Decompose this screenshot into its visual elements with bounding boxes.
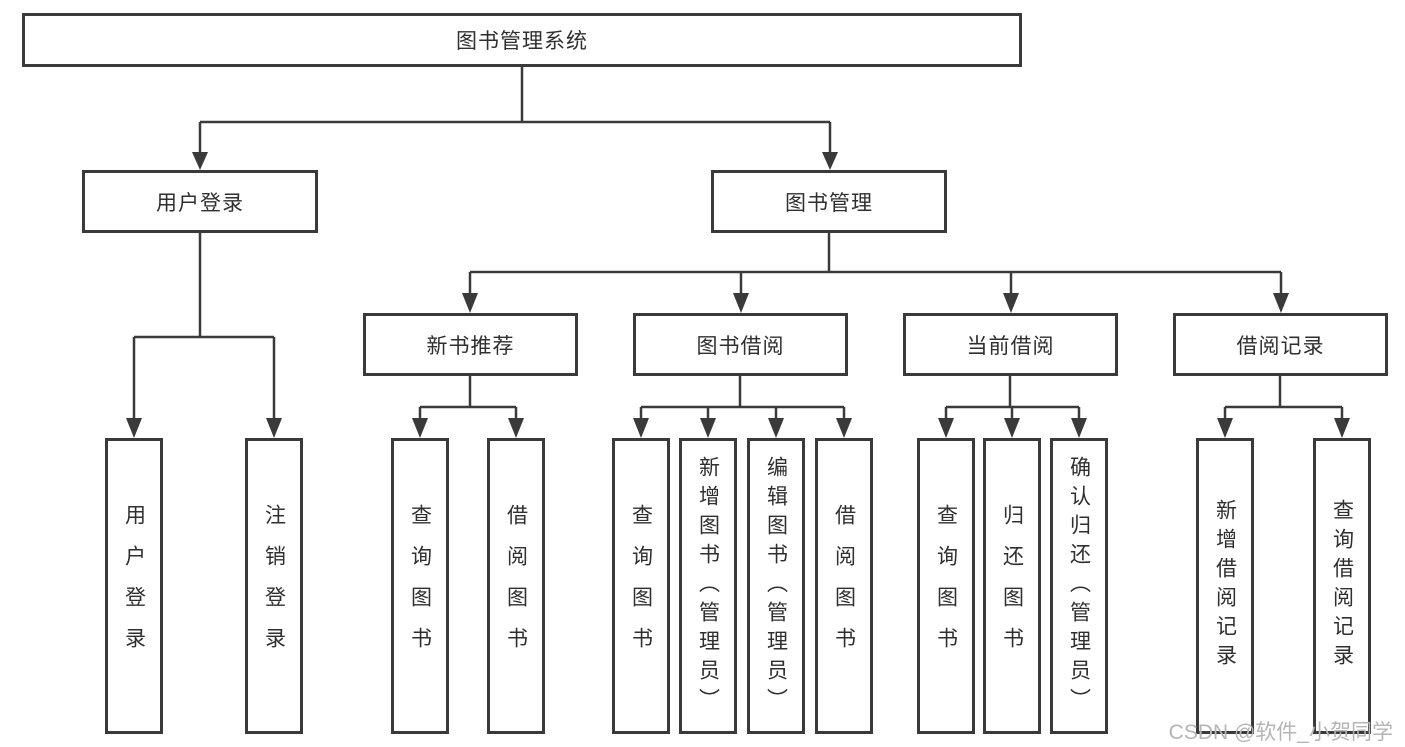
leaf-add-books-admin-label: 新增图书（管理员） <box>696 455 720 717</box>
leaf-user-login: 用户登录 <box>105 438 163 734</box>
leaf-query-borrow-record-label: 查询借阅记录 <box>1330 499 1354 673</box>
leaf-logout: 注销登录 <box>245 438 303 734</box>
leaf-rec-query-books-label: 查询图书 <box>408 504 432 668</box>
leaf-add-borrow-record: 新增借阅记录 <box>1196 438 1254 734</box>
leaf-rec-borrow-books-label: 借阅图书 <box>504 504 528 668</box>
leaf-query-borrow-record: 查询借阅记录 <box>1313 438 1371 734</box>
node-root: 图书管理系统 <box>22 13 1022 67</box>
leaf-confirm-return-admin-label: 确认归还（管理员） <box>1067 455 1091 717</box>
leaf-borrow-books: 借阅图书 <box>815 438 873 734</box>
leaf-edit-books-admin: 编辑图书（管理员） <box>747 438 805 734</box>
leaf-return-books-label: 归还图书 <box>1000 504 1024 668</box>
node-current-borrowing-label: 当前借阅 <box>966 334 1055 358</box>
leaf-edit-books-admin-label: 编辑图书（管理员） <box>764 455 788 717</box>
node-new-book-recommend-label: 新书推荐 <box>426 334 515 358</box>
leaf-current-query-books: 查询图书 <box>917 438 975 734</box>
leaf-return-books: 归还图书 <box>983 438 1041 734</box>
node-book-borrowing: 图书借阅 <box>633 313 848 376</box>
node-book-borrowing-label: 图书借阅 <box>696 334 785 358</box>
node-new-book-recommend: 新书推荐 <box>363 313 578 376</box>
leaf-logout-label: 注销登录 <box>262 504 286 668</box>
node-current-borrowing: 当前借阅 <box>903 313 1118 376</box>
leaf-confirm-return-admin: 确认归还（管理员） <box>1050 438 1108 734</box>
node-book-management-label: 图书管理 <box>785 191 873 215</box>
leaf-borrow-query-books-label: 查询图书 <box>629 504 653 668</box>
node-borrowing-records-label: 借阅记录 <box>1236 334 1325 358</box>
leaf-current-query-books-label: 查询图书 <box>934 504 958 668</box>
leaf-add-books-admin: 新增图书（管理员） <box>679 438 737 734</box>
leaf-borrow-books-label: 借阅图书 <box>832 504 856 668</box>
leaf-user-login-label: 用户登录 <box>122 504 146 668</box>
node-user-login: 用户登录 <box>82 170 318 233</box>
node-root-label: 图书管理系统 <box>456 30 588 53</box>
csdn-watermark: CSDN @软件_小贺同学 <box>1168 721 1393 744</box>
node-user-login-label: 用户登录 <box>156 191 244 215</box>
leaf-add-borrow-record-label: 新增借阅记录 <box>1213 499 1237 673</box>
leaf-rec-borrow-books: 借阅图书 <box>487 438 545 734</box>
leaf-rec-query-books: 查询图书 <box>391 438 449 734</box>
node-borrowing-records: 借阅记录 <box>1173 313 1388 376</box>
leaf-borrow-query-books: 查询图书 <box>612 438 670 734</box>
node-book-management: 图书管理 <box>711 170 947 233</box>
